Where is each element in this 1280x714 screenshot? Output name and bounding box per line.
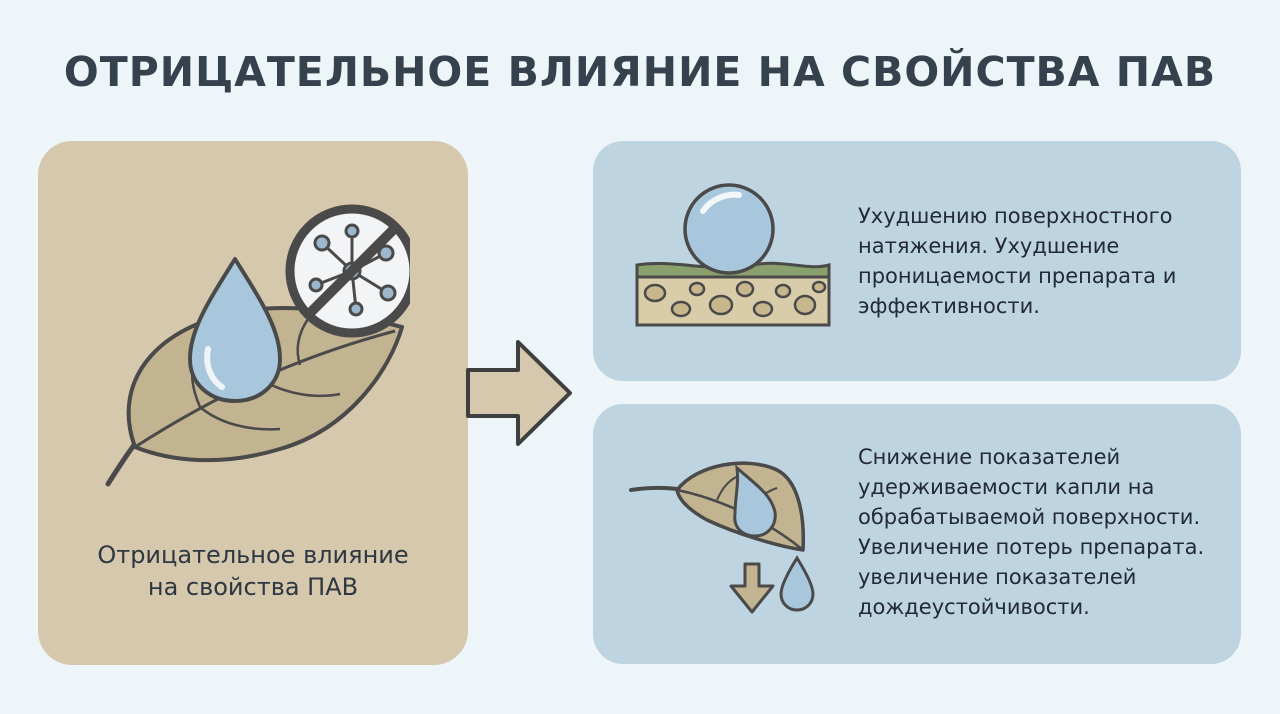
effect-card-surface-tension: Ухудшению поверхностного натяжения. Ухуд… [593,141,1241,381]
effect-card-line: дождеустойчивости. [858,595,1090,619]
water-drop-icon [188,257,282,403]
left-caption-line: Отрицательное влияние [97,541,409,569]
leaf-runoff-illustration [629,461,815,614]
page-title: ОТРИЦАТЕЛЬНОЕ ВЛИЯНИЕ НА СВОЙСТВА ПАВ [63,48,1217,96]
arrow-down-icon [729,562,775,614]
effect-card-text: Ухудшению поверхностного натяжения. Ухуд… [858,201,1176,321]
effect-card-line: обрабатываемой поверхности. [858,505,1201,529]
effect-card-line: натяжения. Ухудшение [858,234,1120,258]
left-panel: Отрицательное влияние на свойства ПАВ [38,141,468,665]
sphere-droplet-icon [683,183,775,275]
effect-card-line: эффективности. [858,294,1040,318]
arrow-right-icon [466,340,572,446]
effect-card-line: увеличение показателей [858,565,1137,589]
no-molecule-icon [285,204,410,338]
leaf-with-drop-icon [629,461,806,552]
effect-card-line: Ухудшению поверхностного [858,204,1173,228]
effect-card-line: Увеличение потерь препарата. [858,535,1205,559]
effect-card-text: Снижение показателей удерживаемости капл… [858,442,1204,622]
effect-card-line: проницаемости препарата и [858,264,1177,288]
porous-substrate-icon [635,261,831,327]
leaf-drop-prohibited-molecule-illustration [105,204,410,487]
droplet-on-substrate-illustration [635,183,831,327]
effect-card-line: Снижение показателей [858,445,1121,469]
falling-drop-icon [779,555,815,612]
effect-card-line: удерживаемости капли на [858,475,1155,499]
left-caption: Отрицательное влияние на свойства ПАВ [38,539,468,603]
left-caption-line: на свойства ПАВ [147,573,359,601]
effect-card-retention: Снижение показателей удерживаемости капл… [593,404,1241,664]
